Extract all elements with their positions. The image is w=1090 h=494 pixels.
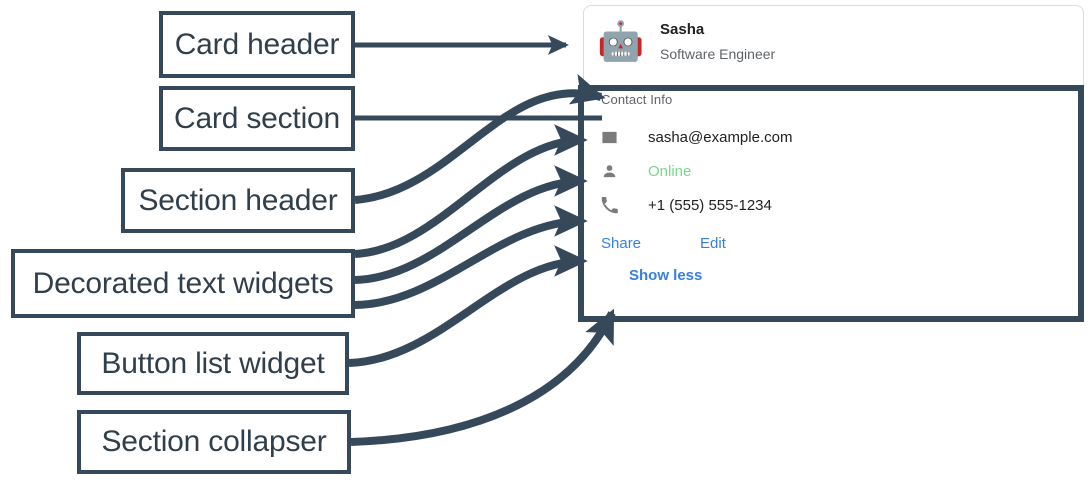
annotation-label-section-collapser-text: Section collapser <box>101 425 327 458</box>
arrow-section-collapser <box>350 308 616 446</box>
annotation-label-decorated-text-widgets: Decorated text widgets <box>11 249 355 318</box>
button-list-widget: Share Edit <box>601 226 1083 260</box>
section-header: Contact Info <box>601 92 673 107</box>
share-button[interactable]: Share <box>601 234 642 252</box>
card-subtitle: Software Engineer <box>660 45 776 62</box>
arrow-decorated-widget-status <box>354 165 588 284</box>
card-section: Contact Info sasha@example.com Online <box>584 78 1083 283</box>
decorated-text-widget-status: Online <box>601 154 1083 188</box>
annotation-label-button-list-widget-text: Button list widget <box>101 346 325 380</box>
card-header: 🤖 Sasha Software Engineer <box>584 6 1083 78</box>
card-header-texts: Sasha Software Engineer <box>660 19 775 65</box>
decorated-text-widget-status-label: Online <box>648 162 692 180</box>
annotation-label-button-list-widget: Button list widget <box>77 332 349 395</box>
decorated-text-widget-phone-label: +1 (555) 555-1234 <box>648 196 772 214</box>
robot-avatar-icon: 🤖 <box>597 21 645 63</box>
card-title: Sasha <box>660 21 705 39</box>
arrow-section-header <box>354 74 606 204</box>
decorated-text-widget-phone: +1 (555) 555-1234 <box>601 188 1083 222</box>
annotation-label-card-header-text: Card header <box>174 27 340 61</box>
annotation-label-card-section-text: Card section <box>173 101 340 135</box>
decorated-text-widget-email: sasha@example.com <box>601 120 1083 154</box>
arrow-decorated-widget-email <box>354 124 588 258</box>
phone-icon <box>601 196 623 214</box>
edit-button[interactable]: Edit <box>700 234 726 252</box>
section-collapser-show-less[interactable]: Show less <box>629 267 703 284</box>
annotation-label-card-header: Card header <box>159 11 355 78</box>
card: 🤖 Sasha Software Engineer Contact Info s… <box>583 5 1084 321</box>
annotation-label-card-section: Card section <box>159 86 355 151</box>
annotation-label-section-collapser: Section collapser <box>77 410 351 474</box>
annotation-label-decorated-text-widgets-text: Decorated text widgets <box>32 266 334 300</box>
arrow-button-list <box>348 245 588 367</box>
decorated-text-widget-email-label: sasha@example.com <box>648 128 793 146</box>
arrow-decorated-widget-phone <box>354 205 588 309</box>
annotation-label-section-header-text: Section header <box>138 183 338 217</box>
person-icon <box>601 163 623 180</box>
annotation-label-section-header: Section header <box>121 168 355 233</box>
email-icon <box>601 129 623 146</box>
